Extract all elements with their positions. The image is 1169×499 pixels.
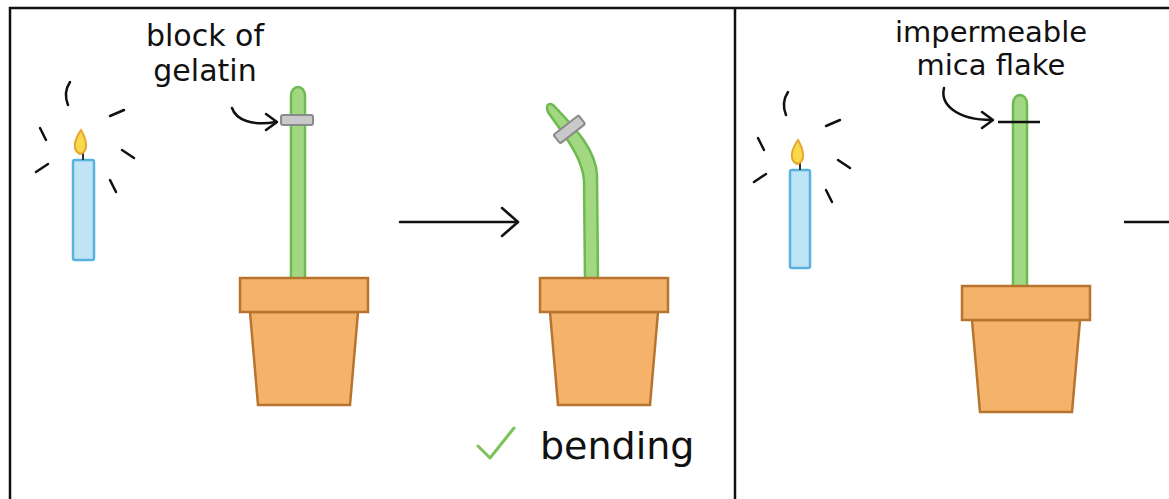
flower-pot	[962, 286, 1090, 412]
mica-flake	[998, 121, 1040, 124]
plant-bent	[547, 104, 598, 280]
annotation-label: impermeable mica flake	[866, 16, 1116, 82]
leader-head	[982, 112, 993, 128]
annotation-label: block of gelatin	[112, 18, 298, 88]
plant-straight	[281, 87, 313, 280]
flower-pot	[240, 278, 368, 405]
leader-head	[266, 114, 277, 130]
flower-pot	[540, 278, 668, 405]
result-label: bending	[540, 424, 740, 468]
panel-border	[10, 8, 1169, 499]
candle-symbol	[36, 82, 134, 260]
check-mark	[478, 428, 514, 458]
plant-straight	[998, 95, 1040, 290]
transition-arrow	[400, 208, 518, 236]
candle-symbol	[754, 92, 850, 268]
panel-divider	[734, 8, 737, 499]
gelatin-block	[281, 115, 313, 125]
gelatin-block	[553, 115, 585, 143]
transition-arrow	[1124, 221, 1169, 224]
